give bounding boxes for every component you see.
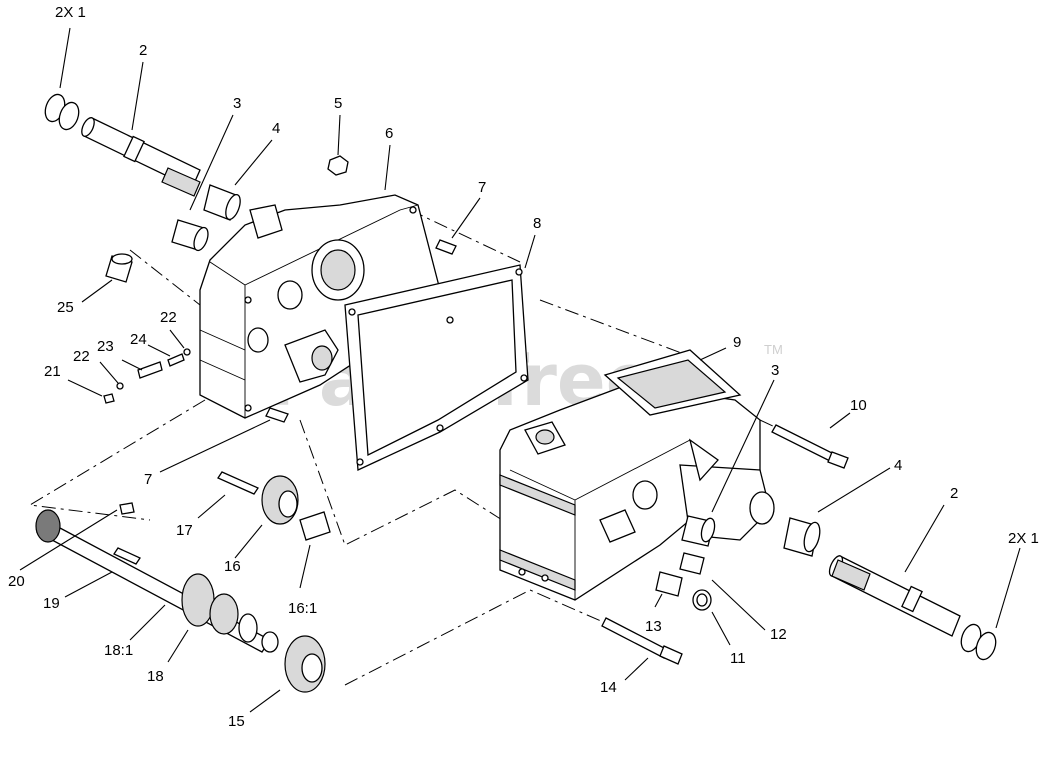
gear-15 <box>284 635 326 693</box>
gasket <box>344 264 529 471</box>
check-valve-parts <box>103 348 191 404</box>
gear-16 <box>261 475 299 525</box>
callout-3-top: 3 <box>233 95 241 112</box>
left-housing <box>199 194 441 419</box>
bearing-4-right <box>783 517 821 557</box>
callout-23: 23 <box>97 338 114 355</box>
callout-15: 15 <box>228 713 245 730</box>
o-rings-right <box>960 623 997 661</box>
leader-lines <box>19 27 1021 713</box>
callout-2-right: 2 <box>950 485 958 502</box>
callout-4-right: 4 <box>894 457 902 474</box>
watermark-trademark: TM <box>764 342 783 357</box>
dowel-pin-7-left <box>265 407 289 423</box>
nut-5 <box>327 155 349 176</box>
callout-4-top: 4 <box>272 120 280 137</box>
callout-18: 18 <box>147 668 164 685</box>
callout-2x1-top: 2X 1 <box>55 4 86 21</box>
callout-18-1: 18:1 <box>104 642 133 659</box>
callout-7-left: 7 <box>144 471 152 488</box>
callout-19: 19 <box>43 595 60 612</box>
callout-25: 25 <box>57 299 74 316</box>
shaft-right <box>828 555 961 637</box>
bearing-4-top <box>203 184 241 221</box>
callout-14: 14 <box>600 679 617 696</box>
bolt-10 <box>771 424 849 469</box>
callout-21: 21 <box>44 363 61 380</box>
key-20 <box>119 502 135 515</box>
callout-22-top: 22 <box>160 309 177 326</box>
callout-11: 11 <box>730 650 746 667</box>
callout-22-left: 22 <box>73 348 90 365</box>
callout-5: 5 <box>334 95 342 112</box>
callout-13: 13 <box>645 618 662 635</box>
shaft-top-left <box>81 117 201 197</box>
callout-16: 16 <box>224 558 241 575</box>
bushing-25 <box>105 253 133 283</box>
callout-2-top: 2 <box>139 42 147 59</box>
gear-cluster-18 <box>181 573 279 653</box>
bushing-13 <box>655 571 683 597</box>
dowel-pin-7-top <box>435 239 457 255</box>
callout-7-top: 7 <box>478 179 486 196</box>
bolt-14 <box>601 617 683 665</box>
callout-24: 24 <box>130 331 147 348</box>
bearing-3-right <box>681 515 716 547</box>
callout-16-1: 16:1 <box>288 600 317 617</box>
callout-20: 20 <box>8 573 25 590</box>
callout-10: 10 <box>850 397 867 414</box>
gear-shaft-19 <box>35 509 271 653</box>
bushing-12 <box>679 552 705 575</box>
callout-labels: 2X 1 2 3 4 5 6 7 8 9 3 10 4 2 2X 1 25 22… <box>8 4 1039 730</box>
callout-3-right: 3 <box>771 362 779 379</box>
right-housing <box>499 349 775 601</box>
callout-17: 17 <box>176 522 193 539</box>
callout-9: 9 <box>733 334 741 351</box>
callout-2x1-right: 2X 1 <box>1008 530 1039 547</box>
pin-17 <box>217 471 259 495</box>
callout-12: 12 <box>770 626 787 643</box>
bearing-3-top <box>171 219 209 252</box>
callout-6: 6 <box>385 125 393 142</box>
callout-8: 8 <box>533 215 541 232</box>
snap-ring-11 <box>692 589 712 611</box>
o-rings-top-left <box>44 93 80 131</box>
bushing-16-1 <box>299 511 331 541</box>
